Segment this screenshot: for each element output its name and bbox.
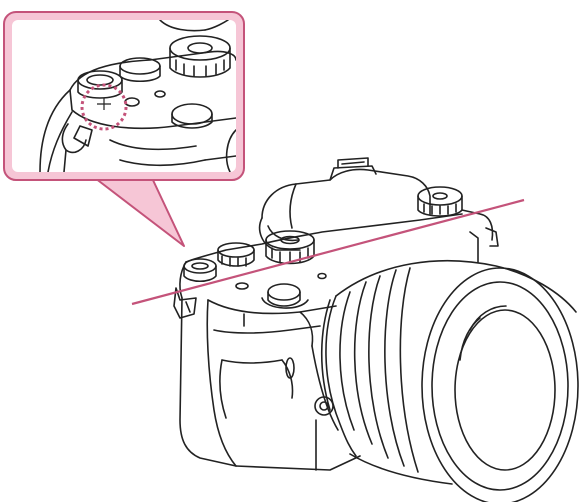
lens [326,261,578,502]
camera-body [174,158,498,470]
callout-frame [4,12,244,246]
image-sensor-position-line [132,200,524,304]
